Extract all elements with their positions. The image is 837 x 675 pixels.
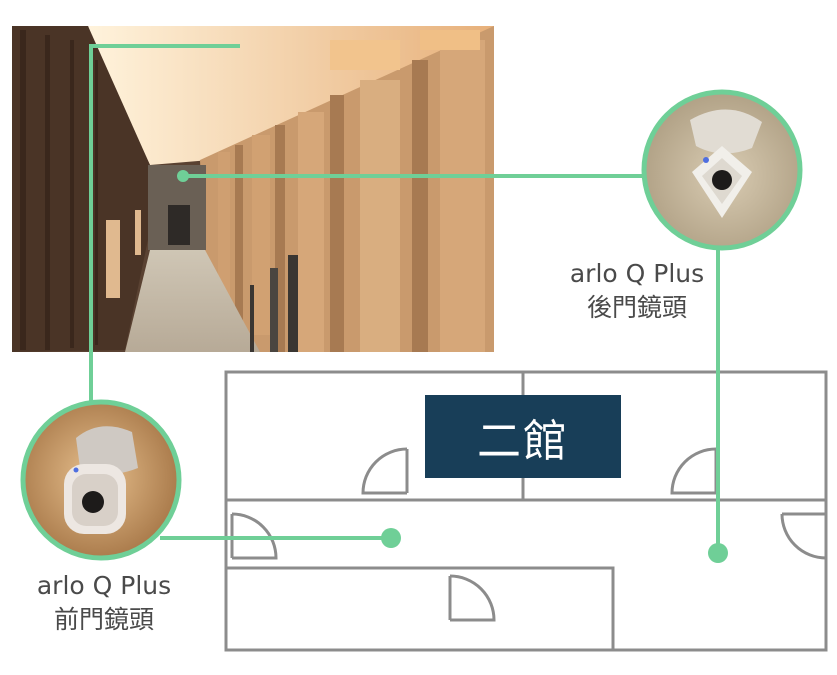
- back-camera-location: 後門鏡頭: [586, 293, 687, 322]
- floor-plan: [224, 370, 828, 652]
- back-camera-label: arlo Q Plus 後門鏡頭: [552, 257, 722, 325]
- front-camera-photo: [20, 399, 182, 561]
- corridor-photo: [12, 26, 494, 352]
- hall-label: 二館: [425, 395, 621, 478]
- marker-photo-back: [177, 170, 189, 182]
- front-camera-label: arlo Q Plus 前門鏡頭: [24, 569, 184, 637]
- hall-name: 二館: [477, 415, 569, 467]
- back-camera-photo: [641, 89, 803, 251]
- marker-back-door: [708, 543, 728, 563]
- front-camera-location: 前門鏡頭: [53, 605, 154, 634]
- connector-back: [183, 174, 720, 553]
- connector-front: [89, 44, 391, 540]
- marker-front-door: [381, 528, 401, 548]
- back-camera-model: arlo Q Plus: [569, 259, 705, 288]
- front-camera-model: arlo Q Plus: [36, 571, 172, 600]
